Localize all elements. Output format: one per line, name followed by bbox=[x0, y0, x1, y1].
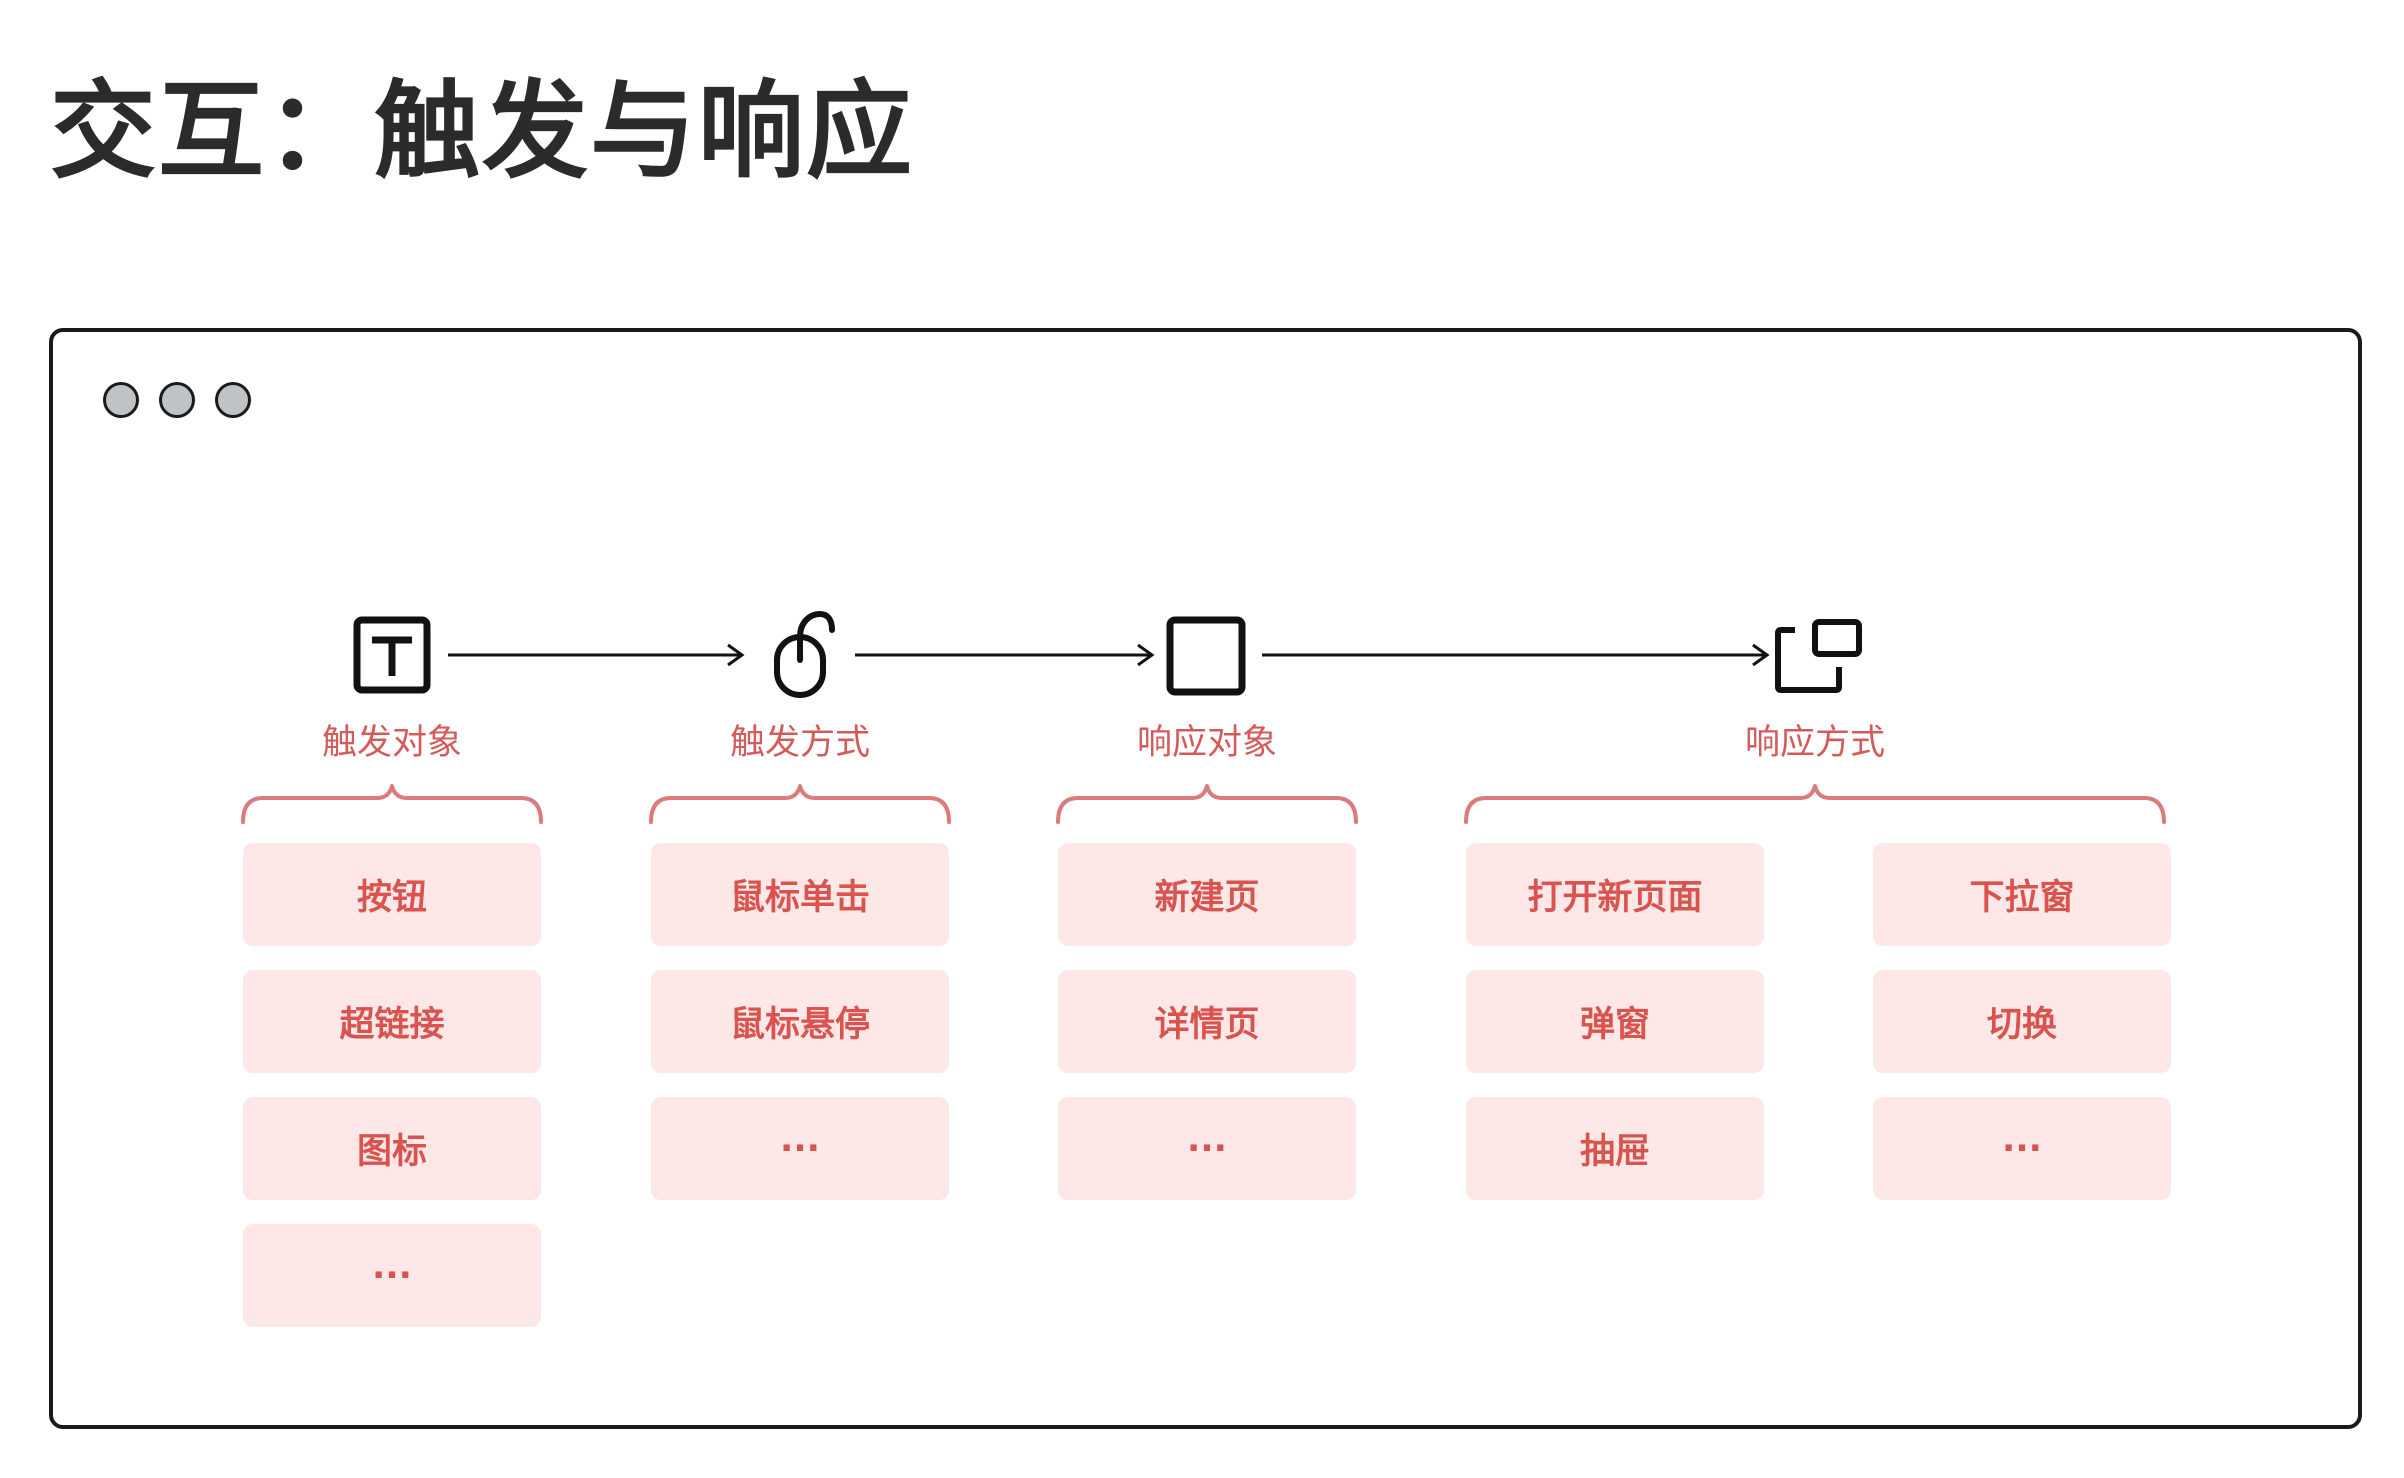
item-button: 按钮 bbox=[243, 843, 541, 946]
item-mouse-hover: 鼠标悬停 bbox=[651, 970, 949, 1073]
mouse-icon bbox=[774, 610, 835, 698]
brace-trigger-object bbox=[241, 784, 543, 824]
item-detail-page: 详情页 bbox=[1058, 970, 1356, 1073]
flow-arrow-1 bbox=[448, 643, 745, 667]
stage-label-response-object: 响应对象 bbox=[1136, 723, 1277, 763]
item-more: ··· bbox=[1873, 1097, 2171, 1200]
brace-response-object bbox=[1056, 784, 1358, 824]
item-dropdown: 下拉窗 bbox=[1873, 843, 2171, 946]
item-more: ··· bbox=[243, 1224, 541, 1327]
item-open-new-page: 打开新页面 bbox=[1466, 843, 1764, 946]
item-drawer: 抽屉 bbox=[1466, 1097, 1764, 1200]
flow-arrow-3 bbox=[1262, 643, 1770, 667]
item-new-page: 新建页 bbox=[1058, 843, 1356, 946]
item-more: ··· bbox=[651, 1097, 949, 1200]
item-popup: 弹窗 bbox=[1466, 970, 1764, 1073]
popup-window-icon bbox=[1775, 619, 1862, 693]
item-more: ··· bbox=[1058, 1097, 1356, 1200]
flow-arrow-2 bbox=[855, 643, 1155, 667]
item-hyperlink: 超链接 bbox=[243, 970, 541, 1073]
brace-trigger-method bbox=[649, 784, 951, 824]
text-box-icon bbox=[353, 616, 431, 694]
item-mouse-click: 鼠标单击 bbox=[651, 843, 949, 946]
stage-label-trigger-method: 触发方式 bbox=[729, 723, 870, 763]
item-toggle: 切换 bbox=[1873, 970, 2171, 1073]
item-icon: 图标 bbox=[243, 1097, 541, 1200]
window-dot-3[interactable] bbox=[215, 382, 251, 418]
stage-label-response-method: 响应方式 bbox=[1744, 723, 1885, 763]
page-title: 交互：触发与响应 bbox=[50, 70, 914, 193]
square-icon bbox=[1166, 616, 1246, 696]
window-dot-2[interactable] bbox=[159, 382, 195, 418]
window-dot-1[interactable] bbox=[103, 382, 139, 418]
stage-label-trigger-object: 触发对象 bbox=[321, 723, 462, 763]
brace-response-method bbox=[1464, 784, 2166, 824]
